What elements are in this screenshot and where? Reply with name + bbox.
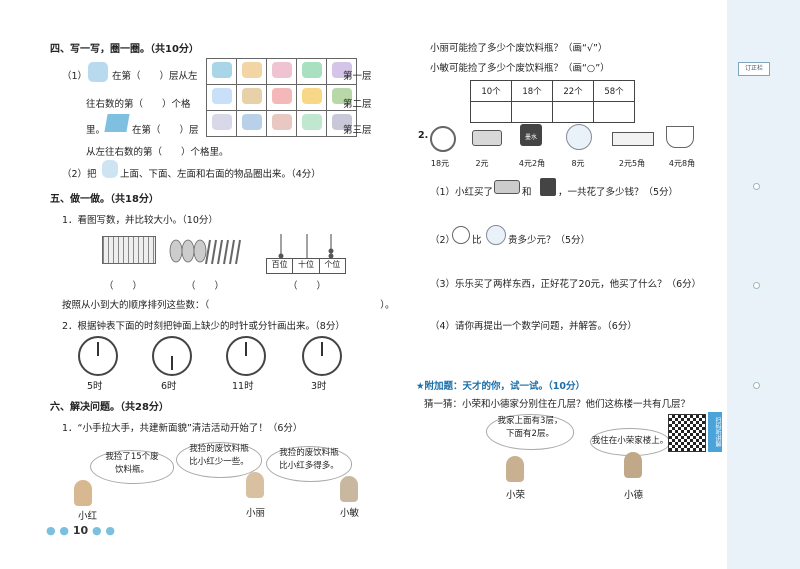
- eraser-icon: [472, 130, 502, 146]
- shelf-cell[interactable]: [296, 110, 327, 137]
- fan-icon: [88, 62, 108, 82]
- toy-icon: [301, 88, 322, 104]
- kid-icon: [506, 456, 524, 482]
- toy-icon: [241, 88, 262, 104]
- clock-3[interactable]: [302, 336, 342, 376]
- q6-title: 六、解决问题。（共28分）: [50, 402, 169, 413]
- kid-icon: [340, 476, 358, 502]
- binding-hole: [753, 183, 760, 190]
- pencil-box-icon: [612, 132, 654, 146]
- ink-bottle-icon: 墨水: [520, 124, 542, 146]
- shelf-cell[interactable]: [266, 84, 297, 111]
- robot-icon: [102, 160, 118, 178]
- clock-5[interactable]: [78, 336, 118, 376]
- abacus-labels: 百位 十位 个位: [266, 258, 346, 274]
- shelf-cell[interactable]: [266, 110, 297, 137]
- abacus: [267, 232, 345, 272]
- ball-icon: [566, 124, 592, 150]
- correction-label: 订正栏: [738, 62, 770, 76]
- hundred-block: [102, 236, 156, 264]
- alarm-clock-icon: [430, 126, 456, 152]
- toy-icon: [241, 62, 262, 78]
- shelf-cell[interactable]: [266, 58, 297, 85]
- shelf-cell[interactable]: [236, 58, 267, 85]
- toy-icon: [331, 62, 352, 78]
- shelf-cell[interactable]: [206, 58, 237, 85]
- toy-icon: [271, 114, 292, 130]
- answer-paren[interactable]: （ ）: [186, 281, 225, 292]
- binding-hole: [753, 382, 760, 389]
- shelf-cell[interactable]: [326, 58, 357, 85]
- eraser-icon: [494, 180, 520, 194]
- shelf-cell[interactable]: [326, 84, 357, 111]
- layer-label: 第二层: [343, 99, 372, 110]
- stick-bundles: [166, 236, 241, 265]
- alarm-clock-icon: [452, 226, 470, 244]
- shelf-cell[interactable]: [206, 84, 237, 111]
- shelf-cell[interactable]: [296, 58, 327, 85]
- answer-paren[interactable]: （ ）: [288, 281, 327, 292]
- toy-icon: [211, 88, 232, 104]
- cup-icon: [666, 126, 694, 148]
- q5-title: 五、做一做。（共18分）: [50, 194, 159, 205]
- toy-icon: [241, 114, 262, 130]
- kid-icon: [74, 480, 92, 506]
- options-table: 10个 18个 22个 58个: [470, 80, 635, 123]
- q4-title: 四、写一写，圈一圈。（共10分）: [50, 44, 199, 55]
- toy-icon: [331, 114, 352, 130]
- qr-label: 扫码听讲解: [708, 412, 722, 452]
- speech-bubble: 我捡了15个废饮料瓶。: [90, 450, 174, 484]
- shelf-cell[interactable]: [296, 84, 327, 111]
- speech-bubble: 我捡的废饮料瓶比小红多得多。: [266, 446, 352, 482]
- clock-11[interactable]: [226, 336, 266, 376]
- toy-icon: [271, 62, 292, 78]
- layer-label: 第三层: [343, 125, 372, 136]
- speech-bubble: 我家上面有3层，下面有2层。: [486, 414, 574, 450]
- bonus-title: ★附加题：天才的你，试一试。（10分）: [416, 381, 585, 392]
- speech-bubble: 我住在小荣家楼上。: [590, 428, 670, 456]
- ball-icon: [486, 225, 506, 245]
- toy-icon: [211, 114, 232, 130]
- clock-6[interactable]: [152, 336, 192, 376]
- kid-icon: [624, 452, 642, 478]
- toy-icon: [301, 114, 322, 130]
- toy-icon: [331, 88, 352, 104]
- kid-icon: [246, 472, 264, 498]
- book-icon: [104, 114, 130, 132]
- binding-hole: [753, 282, 760, 289]
- speech-bubble: 我捡的废饮料瓶比小红少一些。: [176, 442, 262, 478]
- binding-strip: [727, 0, 800, 569]
- page-number: ● ● 10 ● ●: [46, 524, 116, 537]
- shelf-cell[interactable]: [206, 110, 237, 137]
- toy-icon: [211, 62, 232, 78]
- shelf-cell[interactable]: [236, 84, 267, 111]
- shelf-cell[interactable]: [236, 110, 267, 137]
- order-line: 按照从小到大的顺序排列这些数：（ ）。: [62, 300, 395, 311]
- q4-1-num: （1）: [62, 71, 88, 82]
- answer-paren[interactable]: （ ）: [104, 281, 143, 292]
- toy-icon: [271, 88, 292, 104]
- toy-icon: [301, 62, 322, 78]
- shelf-grid: [206, 58, 357, 137]
- layer-label: 第一层: [343, 71, 372, 82]
- qr-code[interactable]: [668, 414, 706, 452]
- shelf-cell[interactable]: [326, 110, 357, 137]
- ink-bottle-icon: [540, 178, 556, 196]
